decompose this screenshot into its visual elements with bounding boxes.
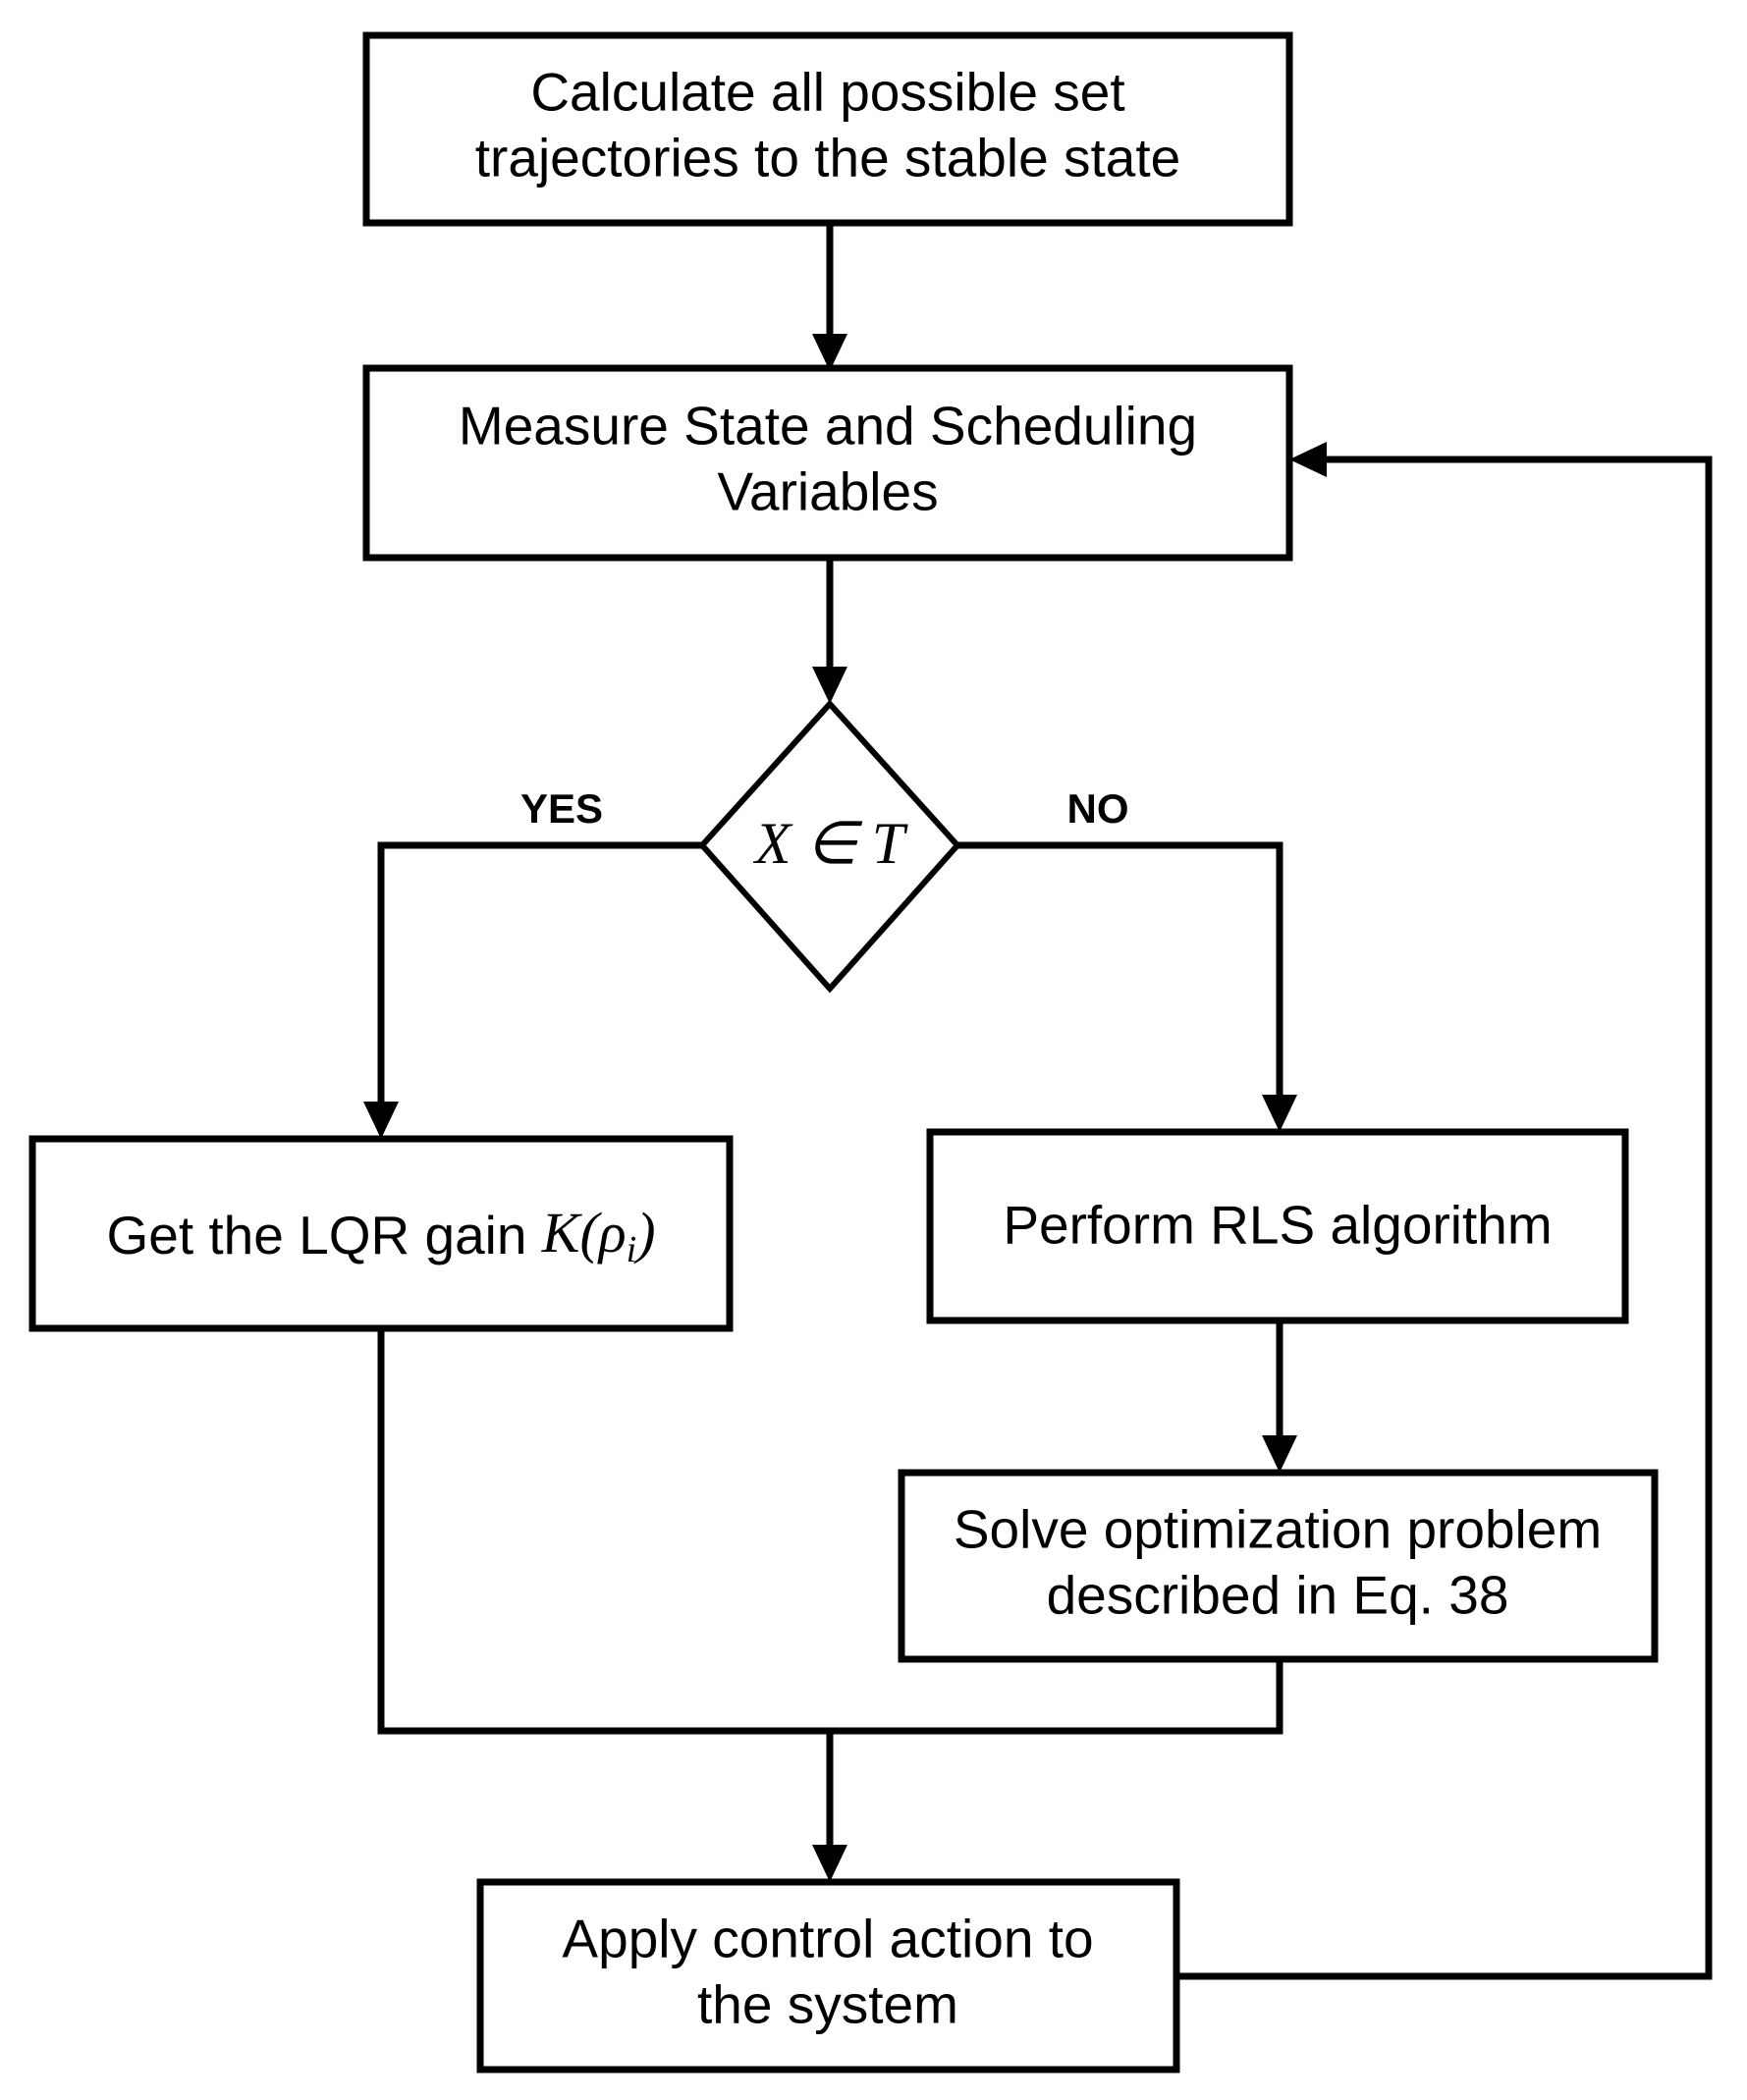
arrow-head-left-icon (1289, 442, 1327, 477)
arrow-head-down-icon (363, 1102, 399, 1139)
node-measure-state[interactable]: Measure State and Scheduling Variables (362, 364, 1293, 562)
edge-merge-to-apply (377, 1328, 1283, 1882)
node-measure-state-shape[interactable] (362, 364, 1293, 562)
node-calculate-trajectories-shape[interactable] (362, 31, 1293, 227)
node-membership-decision-label: X ∈ T (753, 811, 908, 876)
edge-label-yes: YES (520, 785, 603, 832)
arrow-head-down-icon (812, 667, 847, 704)
edge-measure-to-decision (812, 558, 847, 704)
node-perform-rls-label: Perform RLS algorithm (1003, 1195, 1552, 1256)
node-calculate-trajectories-line-2: trajectories to the stable state (475, 128, 1180, 188)
node-measure-state-line-2: Variables (717, 461, 938, 522)
edge-decision-yes-to-lqr (363, 841, 702, 1139)
edge-rls-to-solve (1262, 1320, 1297, 1473)
node-lqr-gain[interactable]: Get the LQR gain K(ρi) (28, 1135, 734, 1332)
node-membership-decision[interactable]: X ∈ T (697, 699, 962, 994)
node-solve-optimization-line-1: Solve optimization problem (954, 1499, 1602, 1560)
node-perform-rls[interactable]: Perform RLS algorithm (926, 1128, 1629, 1324)
arrow-head-down-icon (812, 334, 847, 371)
arrow-head-down-icon (1262, 1095, 1297, 1132)
node-solve-optimization[interactable]: Solve optimization problem described in … (898, 1469, 1659, 1663)
node-lqr-gain-math-subscript: i (627, 1229, 637, 1270)
node-calculate-trajectories[interactable]: Calculate all possible set trajectories … (362, 31, 1293, 227)
node-apply-control-line-2: the system (697, 1974, 958, 2035)
edge-decision-no-to-rls (957, 841, 1297, 1132)
node-lqr-gain-shape[interactable] (28, 1135, 734, 1332)
edge-feedback-apply-to-measure (1176, 442, 1713, 1980)
node-lqr-gain-math-symbol: K(ρ (541, 1201, 627, 1265)
node-lqr-gain-text: Get the LQR gain (106, 1205, 541, 1265)
node-perform-rls-shape[interactable] (926, 1128, 1629, 1324)
node-calculate-trajectories-line-1: Calculate all possible set (530, 62, 1124, 123)
node-membership-decision-shape[interactable] (697, 699, 962, 994)
node-lqr-gain-math-suffix: ) (633, 1201, 655, 1265)
node-apply-control-line-1: Apply control action to (562, 1909, 1093, 1969)
node-apply-control[interactable]: Apply control action to the system (476, 1878, 1180, 2073)
node-measure-state-line-1: Measure State and Scheduling (459, 396, 1197, 457)
node-apply-control-shape[interactable] (476, 1878, 1180, 2073)
node-solve-optimization-shape[interactable] (898, 1469, 1659, 1663)
node-solve-optimization-line-2: described in Eq. 38 (1047, 1565, 1509, 1626)
arrow-head-down-icon (812, 1845, 847, 1882)
edge-calc-to-measure (812, 223, 847, 371)
arrow-head-down-icon (1262, 1435, 1297, 1473)
node-lqr-gain-label: Get the LQR gain K(ρi) (106, 1201, 655, 1269)
edge-label-no: NO (1067, 785, 1129, 832)
